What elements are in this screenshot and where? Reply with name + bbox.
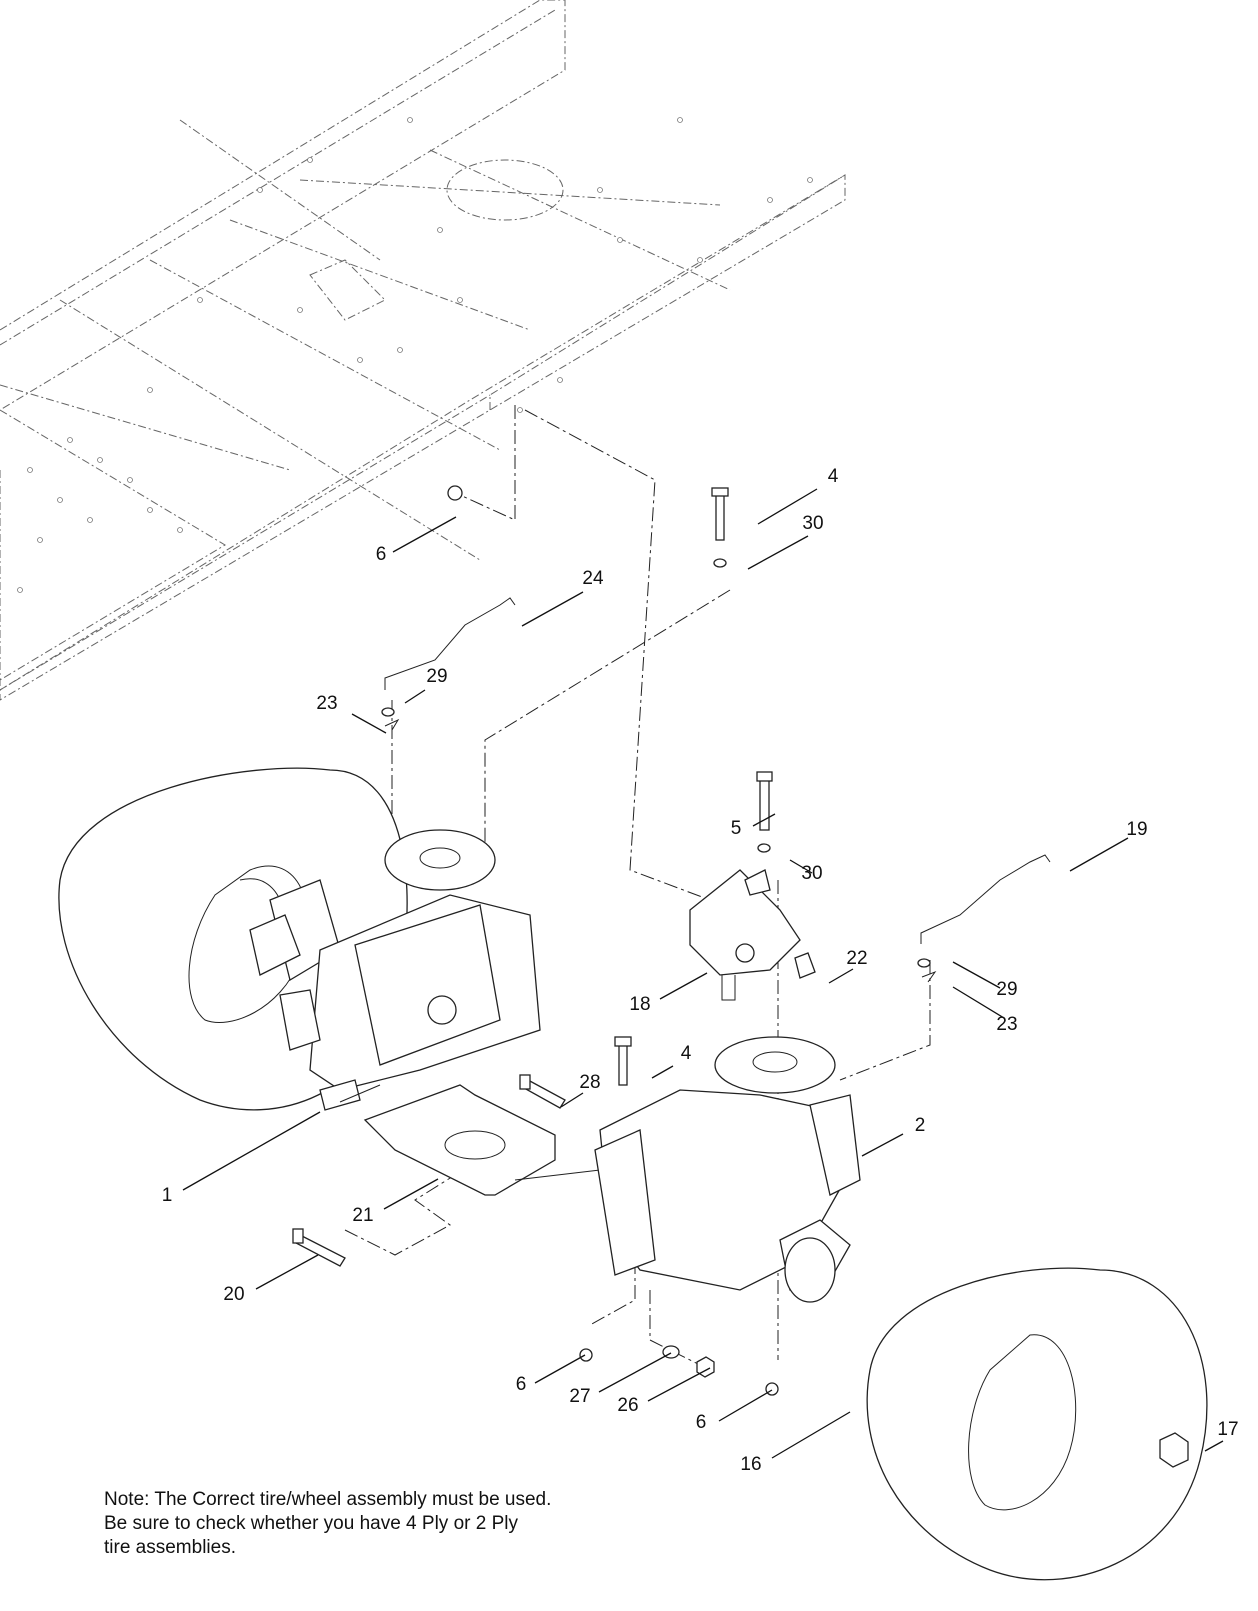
callout-leader-c29a bbox=[404, 689, 426, 704]
callout-labels: 1244566616171819202122232324262728292930… bbox=[162, 466, 1239, 1475]
callout-c4a: 4 bbox=[828, 466, 839, 487]
tire-note: Note: The Correct tire/wheel assembly mu… bbox=[104, 1488, 704, 1560]
callout-c24: 24 bbox=[582, 568, 604, 589]
callout-leader-c26 bbox=[647, 1367, 711, 1402]
callout-leader-c24 bbox=[521, 591, 584, 627]
callout-leader-c28 bbox=[560, 1092, 584, 1108]
callout-c6a: 6 bbox=[376, 544, 387, 565]
callout-c29b: 29 bbox=[996, 979, 1017, 1000]
callout-leader-c30a bbox=[747, 535, 809, 570]
callout-leader-c18 bbox=[659, 972, 708, 1000]
linkage-rods bbox=[384, 597, 1051, 983]
callout-leader-c16 bbox=[771, 1411, 851, 1459]
callout-c6b: 6 bbox=[516, 1374, 527, 1395]
callout-leader-c6b bbox=[534, 1354, 586, 1384]
callout-leader-c17 bbox=[1204, 1440, 1224, 1452]
bracket-18 bbox=[689, 869, 816, 1001]
callout-leader-c4b bbox=[651, 1065, 674, 1079]
callout-c23b: 23 bbox=[996, 1014, 1017, 1035]
callout-c6c: 6 bbox=[696, 1412, 707, 1433]
right-transaxle bbox=[594, 1036, 861, 1303]
callout-leader-c23a bbox=[351, 713, 387, 734]
cross-bracket-21 bbox=[339, 1084, 601, 1196]
callout-c4b: 4 bbox=[681, 1043, 692, 1064]
callout-c1: 1 bbox=[162, 1185, 173, 1206]
callout-c27: 27 bbox=[569, 1386, 590, 1407]
callout-c26: 26 bbox=[617, 1395, 638, 1416]
callout-c30b: 30 bbox=[801, 863, 822, 884]
callout-c30a: 30 bbox=[802, 513, 823, 534]
callout-leader-c21 bbox=[383, 1178, 439, 1210]
note-line-2: Be sure to check whether you have 4 Ply … bbox=[104, 1513, 518, 1534]
callout-leader-c23b bbox=[952, 986, 1005, 1019]
callout-leader-c2 bbox=[861, 1133, 904, 1157]
callout-leader-c27 bbox=[598, 1352, 672, 1393]
callout-c18: 18 bbox=[629, 994, 650, 1015]
callout-leader-c6c bbox=[718, 1389, 773, 1422]
callout-leader-c20 bbox=[255, 1254, 319, 1290]
callout-c29a: 29 bbox=[426, 666, 447, 687]
hardware bbox=[292, 485, 931, 1396]
callout-leader-c4a bbox=[757, 488, 818, 525]
callout-leader-c22 bbox=[828, 968, 854, 984]
callout-leader-c30b bbox=[789, 859, 813, 874]
right-tire bbox=[866, 1267, 1208, 1581]
callout-c2: 2 bbox=[915, 1115, 926, 1136]
callout-c5: 5 bbox=[731, 818, 742, 839]
callout-leader-c19 bbox=[1069, 837, 1129, 872]
note-line-1: Note: The Correct tire/wheel assembly mu… bbox=[104, 1489, 552, 1510]
callout-c21: 21 bbox=[352, 1205, 373, 1226]
callout-leader-c5 bbox=[752, 813, 776, 827]
callout-leader-c1 bbox=[182, 1111, 321, 1191]
callout-leader-c29b bbox=[952, 961, 1001, 989]
callout-c16: 16 bbox=[740, 1454, 761, 1475]
note-line-3: tire assemblies. bbox=[104, 1537, 236, 1558]
callout-leader-c6a bbox=[392, 516, 457, 553]
callout-c17: 17 bbox=[1217, 1419, 1238, 1440]
left-transaxle bbox=[249, 829, 541, 1111]
callout-c22: 22 bbox=[846, 948, 867, 969]
frame-holes bbox=[17, 117, 813, 593]
callout-c20: 20 bbox=[223, 1284, 244, 1305]
callout-c28: 28 bbox=[579, 1072, 600, 1093]
callout-c23a: 23 bbox=[316, 693, 337, 714]
callout-c19: 19 bbox=[1126, 819, 1147, 840]
chassis-frame bbox=[0, 0, 846, 701]
